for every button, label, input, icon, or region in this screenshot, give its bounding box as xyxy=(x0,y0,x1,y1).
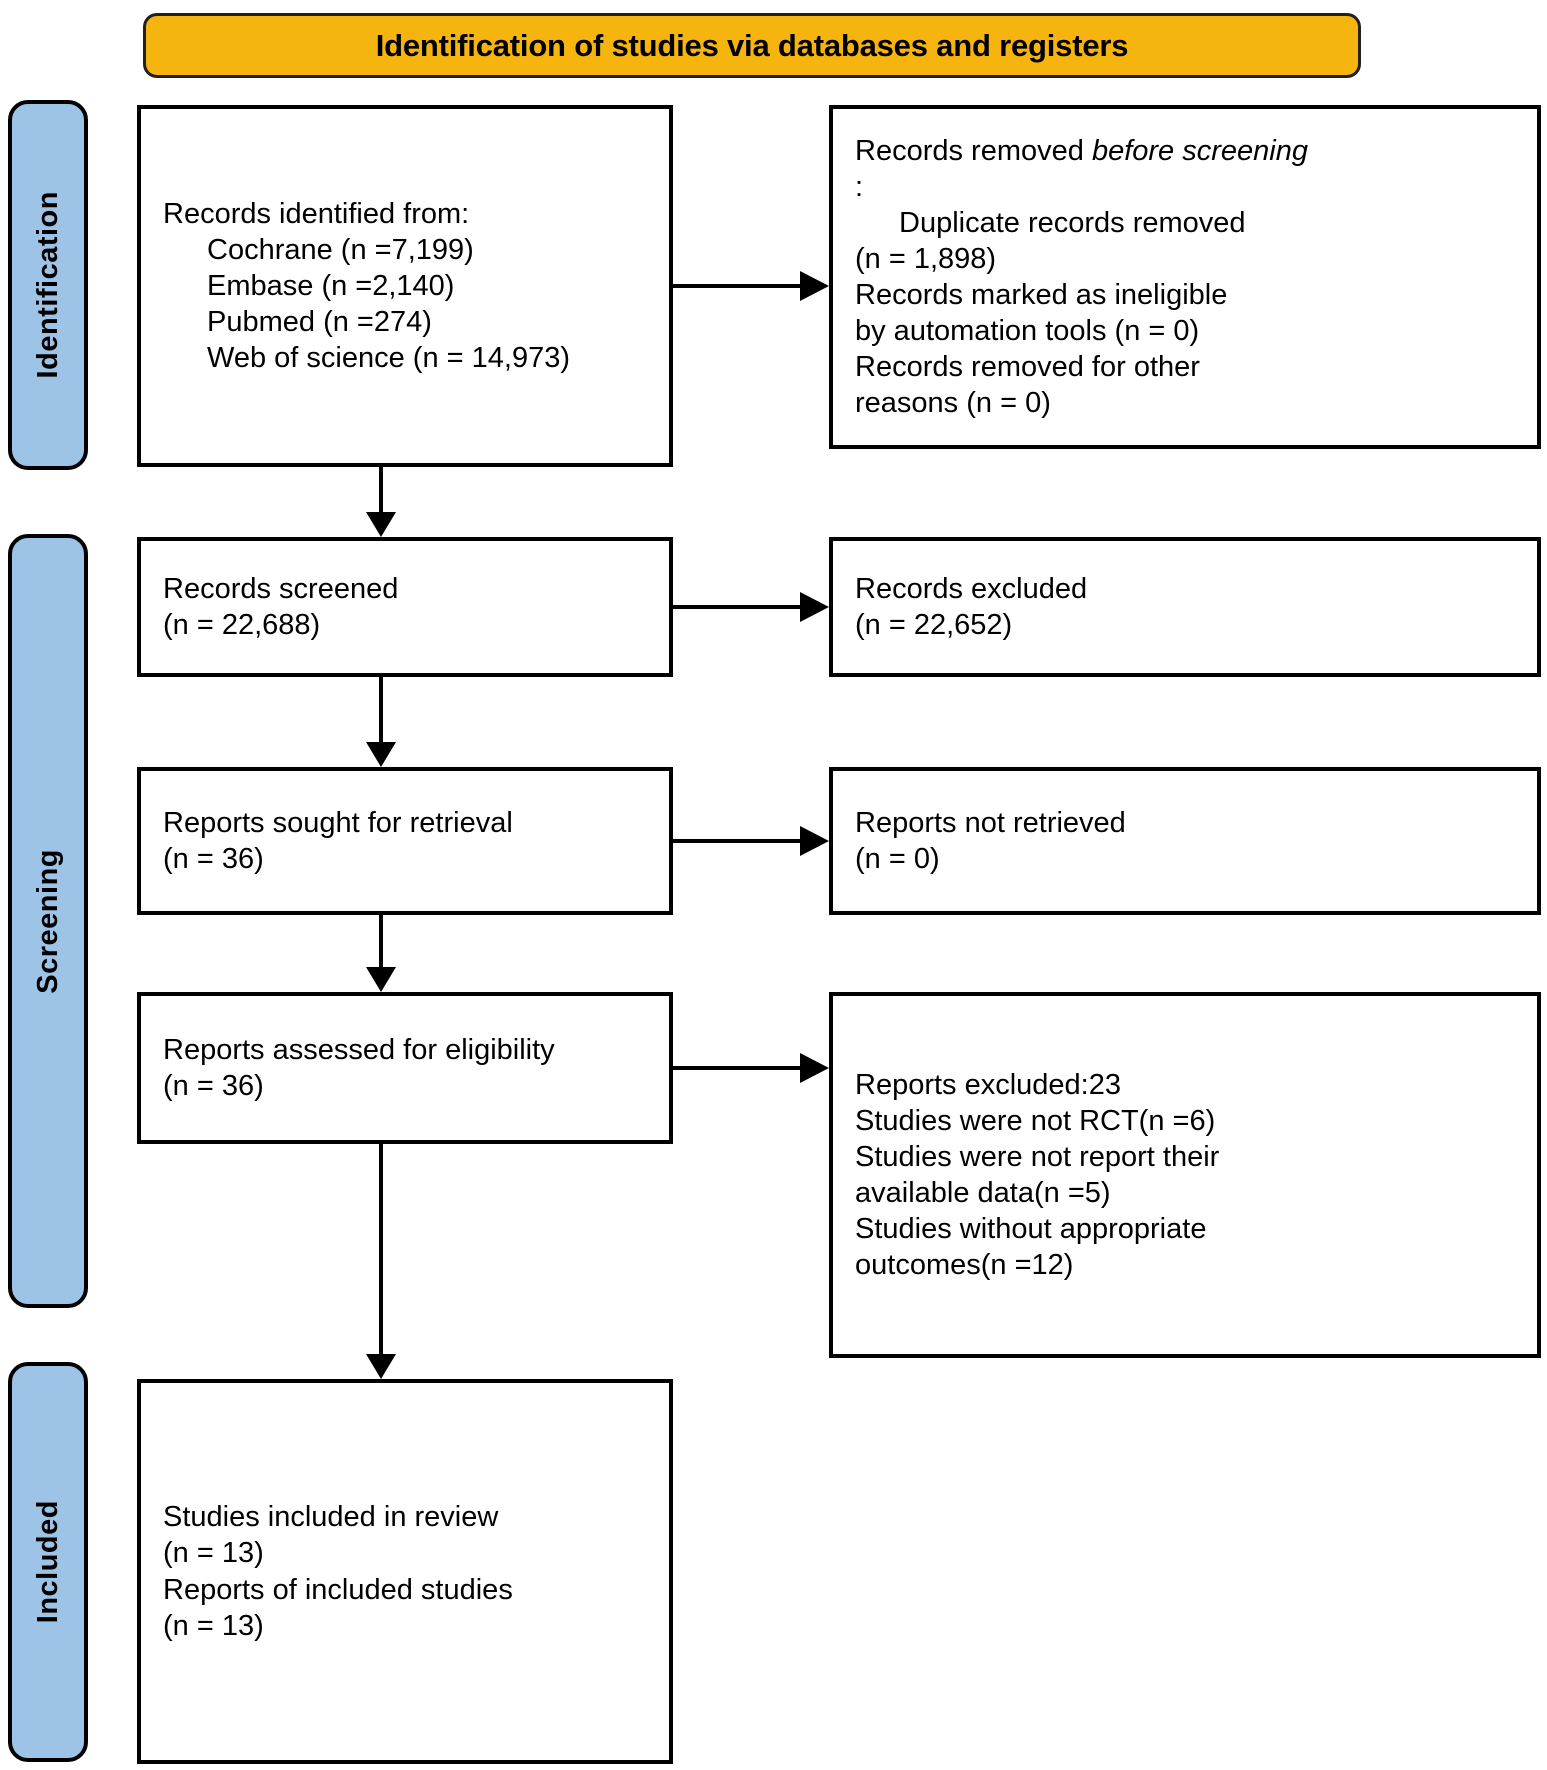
box-line: Reports assessed for eligibility xyxy=(163,1033,555,1066)
box-line: Studies included in review xyxy=(163,1501,499,1534)
box-line: Records removed for other xyxy=(855,351,1200,384)
box-line: Studies were not RCT(n =6) xyxy=(855,1104,1216,1137)
box-line: Reports of included studies xyxy=(163,1573,513,1606)
box-line: (n = 13) xyxy=(163,1537,264,1570)
box-reports-excluded-with-reasons: Reports excluded:23 Studies were not RCT… xyxy=(829,992,1541,1358)
box-records-screened: Records screened (n = 22,688) xyxy=(137,537,673,677)
box-line: (n = 36) xyxy=(163,1070,264,1102)
stage-tab-screening: Screening xyxy=(8,534,88,1308)
arrow-identified-to-screened xyxy=(366,467,396,537)
box-line: Duplicate records removed xyxy=(899,206,1246,239)
stage-tab-included: Included xyxy=(8,1362,88,1762)
box-line: reasons (n = 0) xyxy=(855,387,1051,420)
box-line: Studies without appropriate xyxy=(855,1213,1207,1246)
box-line: (n = 1,898) xyxy=(855,242,997,275)
box-line: Records screened xyxy=(163,572,399,605)
arrow-identified-to-removed xyxy=(673,271,829,301)
box-line: Studies were not report their xyxy=(855,1140,1220,1173)
box-line: Reports sought for retrieval xyxy=(163,806,513,839)
box-line: (n = 13) xyxy=(163,1609,264,1642)
box-line: Reports excluded:23 xyxy=(855,1068,1121,1101)
heading-plain: Records removed xyxy=(855,134,1092,167)
box-line: (n = 0) xyxy=(855,843,940,875)
box-line: available data(n =5) xyxy=(855,1177,1111,1209)
box-studies-included-in-review: Studies included in review (n = 13) Repo… xyxy=(137,1379,673,1764)
box-records-removed-before-screening: Records removed before screening : Dupli… xyxy=(829,105,1541,449)
box-line: Records excluded xyxy=(855,572,1088,605)
box-line: (n = 22,652) xyxy=(855,609,1013,641)
box-line: outcomes(n =12) xyxy=(855,1249,1074,1282)
stage-tab-identification: Identification xyxy=(8,100,88,470)
box-reports-sought-for-retrieval: Reports sought for retrieval (n = 36) xyxy=(137,767,673,915)
box-line: Cochrane (n =7,199) xyxy=(207,233,474,266)
box-reports-not-retrieved: Reports not retrieved (n = 0) xyxy=(829,767,1541,915)
arrow-assessed-to-included xyxy=(366,1144,396,1379)
arrow-screened-to-excluded xyxy=(673,592,829,622)
arrow-sought-to-assessed xyxy=(366,915,396,992)
phase-banner: Identification of studies via databases … xyxy=(143,13,1361,78)
box-records-excluded: Records excluded (n = 22,652) xyxy=(829,537,1541,677)
box-line: by automation tools (n = 0) xyxy=(855,315,1200,348)
box-line: Records identified from: xyxy=(163,197,470,230)
box-line: Reports not retrieved xyxy=(855,806,1126,839)
box-heading: Records removed before screening xyxy=(855,133,1515,169)
phase-banner-label: Identification of studies via databases … xyxy=(375,27,1129,63)
box-line: Embase (n =2,140) xyxy=(207,269,455,302)
heading-italic: before screening xyxy=(1091,134,1308,167)
box-line: Records marked as ineligible xyxy=(855,279,1228,311)
arrow-screened-to-sought xyxy=(366,677,396,767)
box-line: Pubmed (n =274) xyxy=(207,306,432,339)
box-heading-colon: : xyxy=(855,170,864,203)
box-line: (n = 36) xyxy=(163,843,264,875)
box-records-identified: Records identified from: Cochrane (n =7,… xyxy=(137,105,673,467)
box-line: (n = 22,688) xyxy=(163,609,321,641)
box-reports-assessed-for-eligibility: Reports assessed for eligibility (n = 36… xyxy=(137,992,673,1144)
arrow-assessed-to-reports-excluded xyxy=(673,1053,829,1083)
arrow-sought-to-not-retrieved xyxy=(673,826,829,856)
box-line: Web of science (n = 14,973) xyxy=(207,342,570,375)
